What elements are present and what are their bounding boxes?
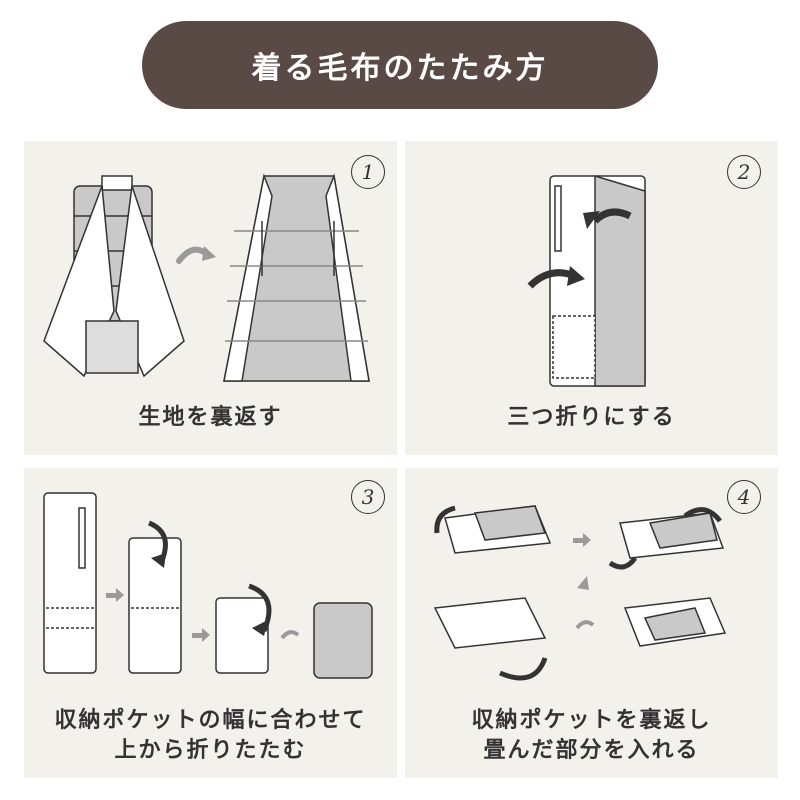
- step-1-illustration: [43, 173, 370, 382]
- step-caption-line: 収納ポケットの幅に合わせて: [54, 708, 367, 733]
- curved-arrow-icon: [147, 520, 272, 636]
- step-3-illustration: [43, 492, 373, 679]
- step-number-badge: 3: [351, 480, 385, 514]
- rotate-arrow-icon: [176, 246, 216, 264]
- step-panel-1: 1 生地を裏返す: [24, 141, 397, 455]
- curved-arrow-icon: [527, 208, 632, 289]
- step-caption: 収納ポケットの幅に合わせて 上から折りたたむ: [24, 706, 397, 766]
- step-4-illustration: [433, 505, 727, 681]
- step-caption-line: 生地を裏返す: [138, 405, 283, 430]
- down-left-arrow-icon: [577, 576, 589, 590]
- step-caption: 三つ折りにする: [405, 403, 778, 433]
- step-caption: 収納ポケットを裏返し 畳んだ部分を入れる: [405, 706, 778, 766]
- step-panel-4: 4 収納ポケットを裏返し 畳んだ部分を入れる: [405, 468, 778, 778]
- step-caption: 生地を裏返す: [24, 403, 397, 433]
- step-caption-line: 上から折りたたむ: [114, 738, 307, 763]
- step-2-illustration: [527, 174, 646, 387]
- right-arrow-icon: [106, 588, 300, 642]
- step-number-badge: 1: [351, 155, 385, 189]
- step-panel-3: 3 収納ポケットの幅に合わせて 上から折りたたむ: [24, 468, 397, 778]
- rotate-arrow-icon: [575, 620, 595, 630]
- curved-arrow-icon: [434, 505, 722, 681]
- right-arrow-icon: [573, 533, 591, 547]
- title-banner: 着る毛布のたたみ方: [142, 21, 658, 109]
- step-number-badge: 4: [727, 480, 761, 514]
- page-title: 着る毛布のたたみ方: [251, 51, 549, 86]
- step-caption-line: 三つ折りにする: [507, 405, 676, 430]
- step-caption-line: 畳んだ部分を入れる: [483, 738, 700, 763]
- step-panel-2: 2 三つ折りにする: [405, 141, 778, 455]
- step-caption-line: 収納ポケットを裏返し: [471, 708, 712, 733]
- step-number-badge: 2: [727, 155, 761, 189]
